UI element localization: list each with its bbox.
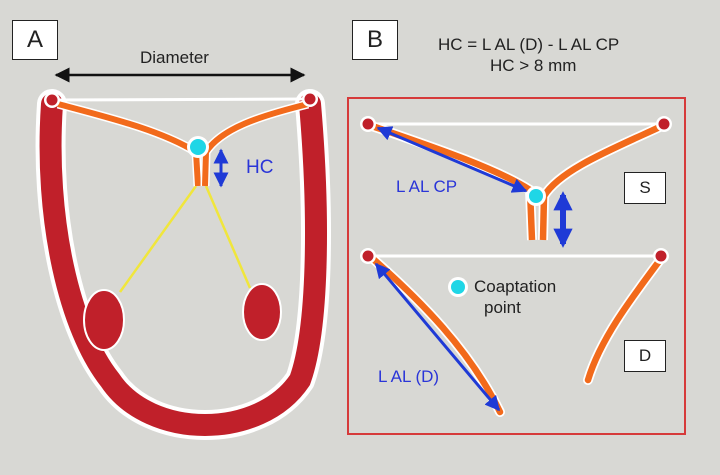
coaptation-label-line-1: Coaptation <box>474 277 557 296</box>
papillary-muscle-right <box>242 283 282 341</box>
systole-leaflet-right <box>539 123 664 241</box>
annulus-point-left-d-core <box>362 250 374 262</box>
leaflet-left <box>57 101 201 187</box>
diameter-label: Diameter <box>140 48 209 67</box>
systole-box: S <box>624 172 666 204</box>
formula-line-1: HC = L AL (D) - L AL CP <box>438 35 620 54</box>
annulus-line-a <box>53 97 312 102</box>
diastole-valve <box>360 248 669 417</box>
diastole-leaflet-right <box>584 256 664 384</box>
coaptation-point-s <box>529 189 543 203</box>
papillary-muscle-left <box>83 289 125 351</box>
chorda-right <box>204 185 252 289</box>
lal-cp-label: L AL CP <box>396 177 458 196</box>
annulus-point-left-s-core <box>362 118 374 130</box>
coaptation-legend-dot <box>451 280 465 294</box>
coaptation-point-a <box>190 139 206 155</box>
coaptation-label-line-2: point <box>484 298 521 317</box>
annulus-point-right-s-core <box>658 118 670 130</box>
annulus-point-left-a-core <box>46 94 58 106</box>
lal-d-arrow <box>374 262 501 412</box>
hc-label: HC <box>246 157 274 178</box>
lal-cp-arrow <box>376 126 528 193</box>
formula-line-2: HC > 8 mm <box>490 56 577 75</box>
ventricle-outline <box>35 89 331 440</box>
lal-d-label: L AL (D) <box>378 367 440 386</box>
chorda-left <box>118 185 198 293</box>
panel-a-heart <box>35 89 331 440</box>
panel-b-frame <box>347 97 686 435</box>
diastole-box: D <box>624 340 666 372</box>
annulus-point-right-d-core <box>655 250 667 262</box>
ventricle-wall <box>39 93 327 436</box>
panel-label-b: B <box>352 20 398 60</box>
annulus-point-right-a-core <box>304 93 316 105</box>
panel-label-a: A <box>12 20 58 60</box>
